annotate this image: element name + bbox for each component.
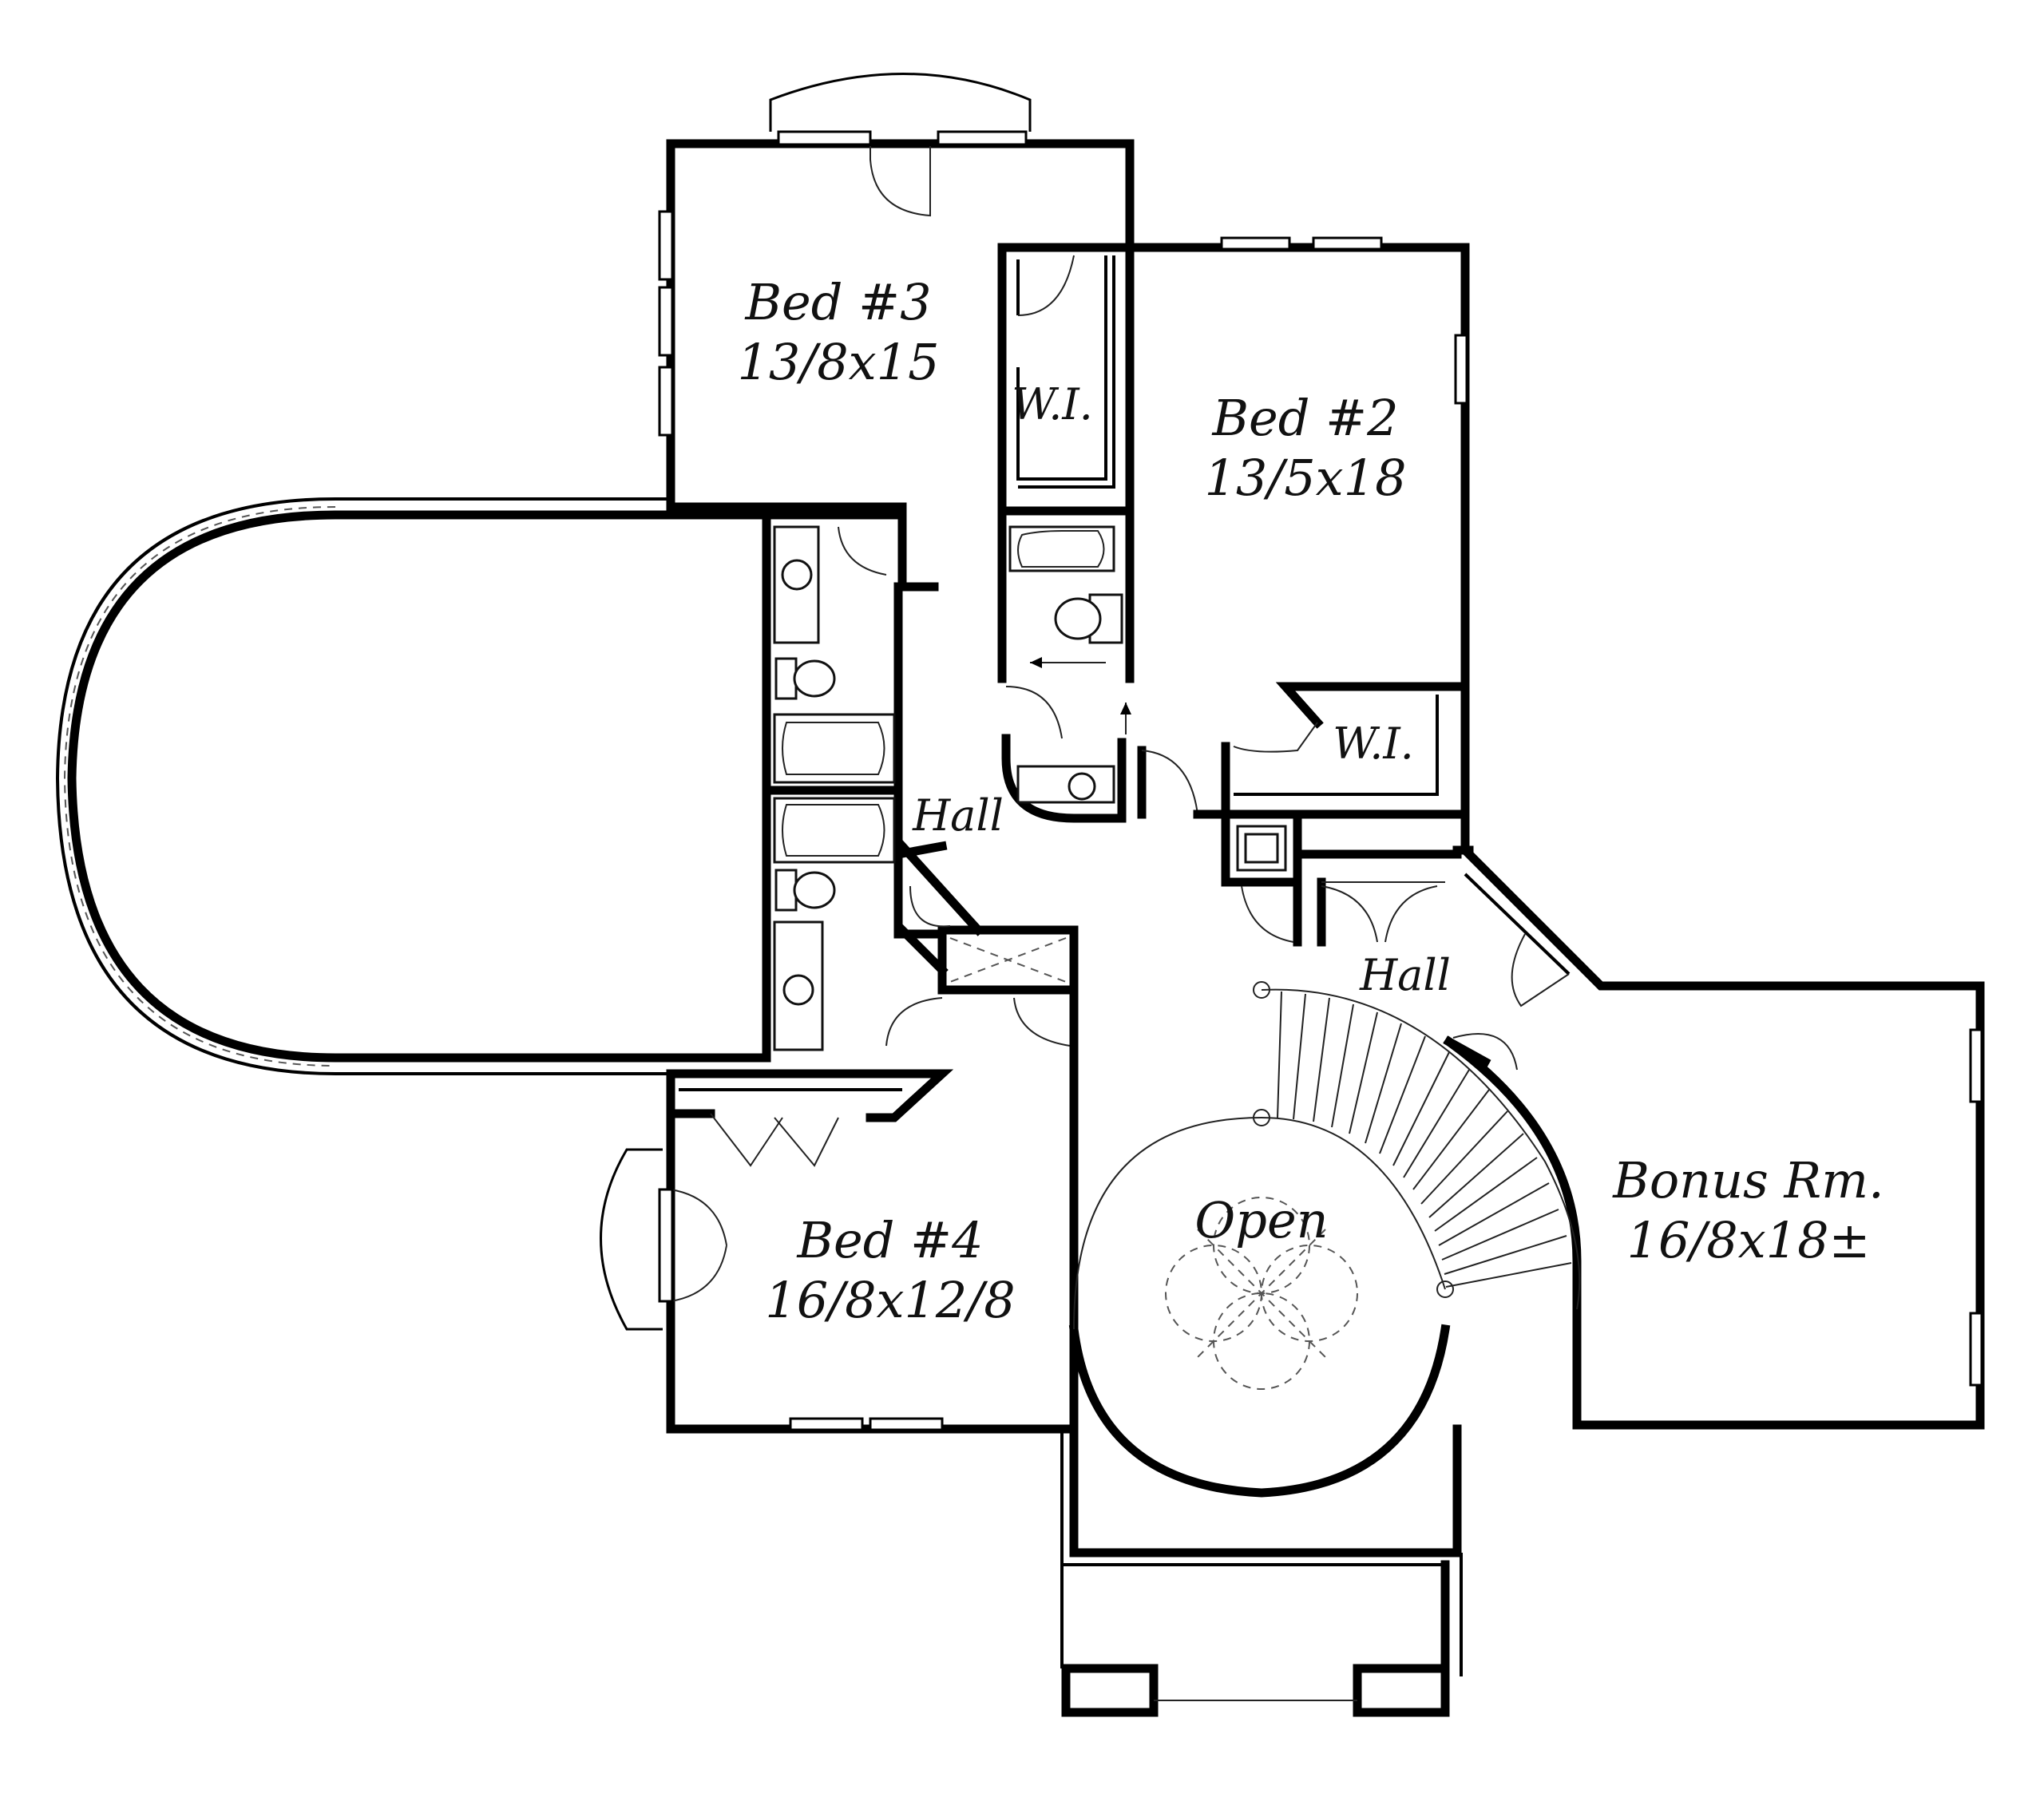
door-swing-bed3 bbox=[869, 146, 931, 217]
hall-linen bbox=[896, 840, 1079, 1047]
bonus-name: Bonus Rm. bbox=[1612, 1151, 1884, 1209]
front-porch bbox=[1060, 1424, 1463, 1717]
stair-open bbox=[1068, 981, 1582, 1498]
bed4-name: Bed #4 bbox=[796, 1211, 983, 1269]
stair-treads bbox=[1277, 991, 1572, 1288]
open-dome bbox=[1165, 1197, 1358, 1390]
bed2-room bbox=[1125, 236, 1470, 855]
central-hall-walls bbox=[1069, 746, 1230, 1434]
bed2-size: 13/5x18 bbox=[1204, 449, 1406, 507]
bay-window-bed4 bbox=[600, 1148, 663, 1331]
bed3-size: 13/8x15 bbox=[737, 333, 939, 391]
hall-lower-label: Hall bbox=[1359, 950, 1451, 1000]
open-label: Open bbox=[1194, 1191, 1328, 1249]
bed4-size: 16/8x12/8 bbox=[765, 1271, 1015, 1329]
wi-left-label: W.I. bbox=[1012, 379, 1093, 429]
central-closet-bath bbox=[997, 255, 1135, 823]
room-labels: Bed #3 13/8x15 Bed #2 13/5x18 W.I. W.I. … bbox=[737, 273, 1884, 1329]
bed3-name: Bed #3 bbox=[744, 273, 931, 331]
bed2-name: Bed #2 bbox=[1211, 389, 1398, 447]
bed3-room bbox=[658, 73, 1135, 592]
laundry-closet bbox=[1221, 809, 1462, 947]
bed4-room bbox=[600, 1069, 1079, 1434]
hall-upper-label: Hall bbox=[912, 790, 1004, 841]
bay-window-bed3 bbox=[769, 73, 1032, 132]
left-baths bbox=[762, 510, 948, 1063]
bathtub-icon bbox=[1008, 525, 1115, 572]
wi-right-label: W.I. bbox=[1333, 718, 1414, 769]
bonus-size: 16/8x18± bbox=[1626, 1211, 1870, 1269]
bonus-room bbox=[1443, 844, 1985, 1430]
arched-room bbox=[55, 497, 771, 1075]
